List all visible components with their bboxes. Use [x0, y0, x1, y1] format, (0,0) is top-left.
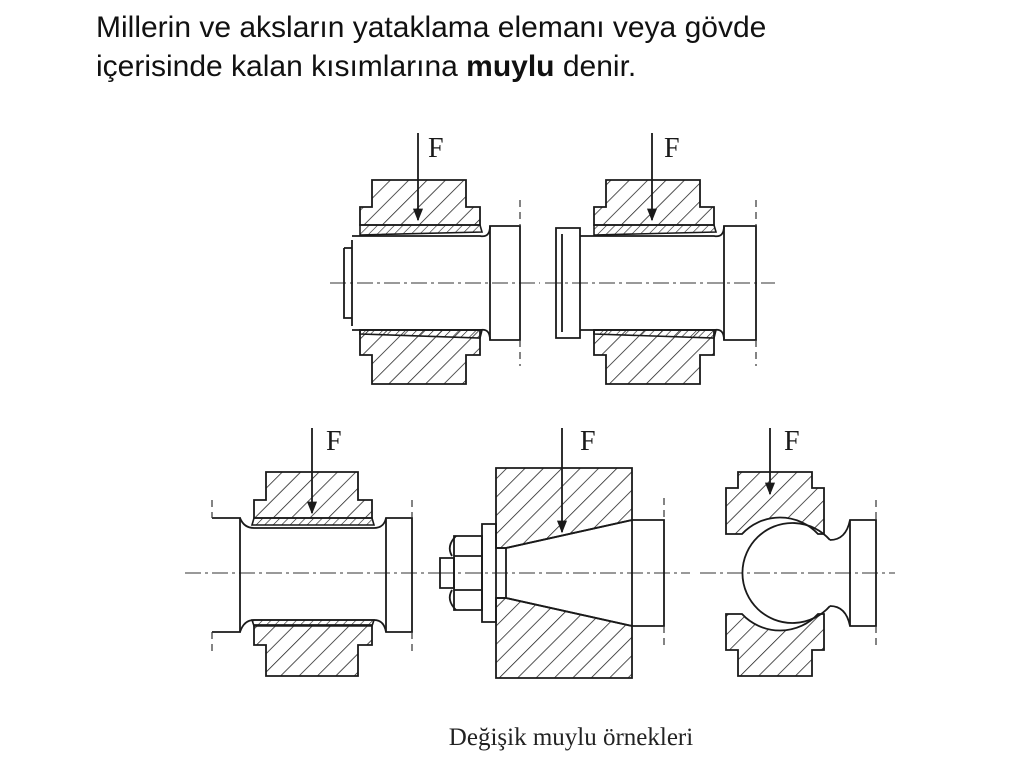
upper-housing	[359, 179, 481, 226]
upper-bushing	[250, 517, 376, 526]
heading-bold-term: muylu	[466, 50, 555, 83]
shaft-end-collar	[343, 240, 353, 326]
journal-diagram-1: F	[330, 133, 540, 385]
bolt-end	[439, 557, 455, 589]
upper-bushing	[359, 224, 484, 236]
journal-diagram-5: F	[700, 426, 895, 677]
shaft-body	[580, 225, 757, 341]
bolt-shank	[496, 547, 507, 599]
heading-text: Millerin ve aksların yataklama elemanı v…	[96, 8, 996, 86]
force-label: F	[580, 426, 596, 457]
upper-housing	[593, 179, 715, 226]
force-label: F	[784, 426, 800, 457]
journal-diagram-3: F	[185, 426, 440, 677]
shaft-neck	[829, 519, 877, 627]
shaft-body	[239, 517, 413, 633]
heading-line-2-end: denir.	[554, 50, 637, 83]
shaft-left-end	[212, 517, 241, 633]
shaft-body	[352, 225, 521, 341]
force-label: F	[326, 426, 342, 457]
lower-housing	[725, 613, 825, 677]
shaft-collar	[555, 227, 581, 339]
force-label: F	[664, 133, 680, 164]
spherical-journal	[741, 522, 831, 624]
force-label: F	[428, 133, 444, 164]
upper-bushing	[593, 224, 718, 236]
lower-housing	[253, 624, 373, 677]
journal-diagram-2: F	[545, 133, 775, 385]
upper-housing	[725, 471, 825, 535]
conical-journal	[505, 519, 665, 627]
nut-chamfer	[448, 535, 457, 611]
nut-faces	[454, 555, 482, 591]
upper-housing	[253, 471, 373, 519]
heading-line-2-start: içerisinde kalan kısımlarına	[96, 50, 467, 83]
heading-line-1: Millerin ve aksların yataklama elemanı v…	[96, 11, 767, 44]
journal-diagram-4: F	[438, 426, 690, 679]
figure-caption: Değişik muylu örnekleri	[448, 724, 694, 751]
